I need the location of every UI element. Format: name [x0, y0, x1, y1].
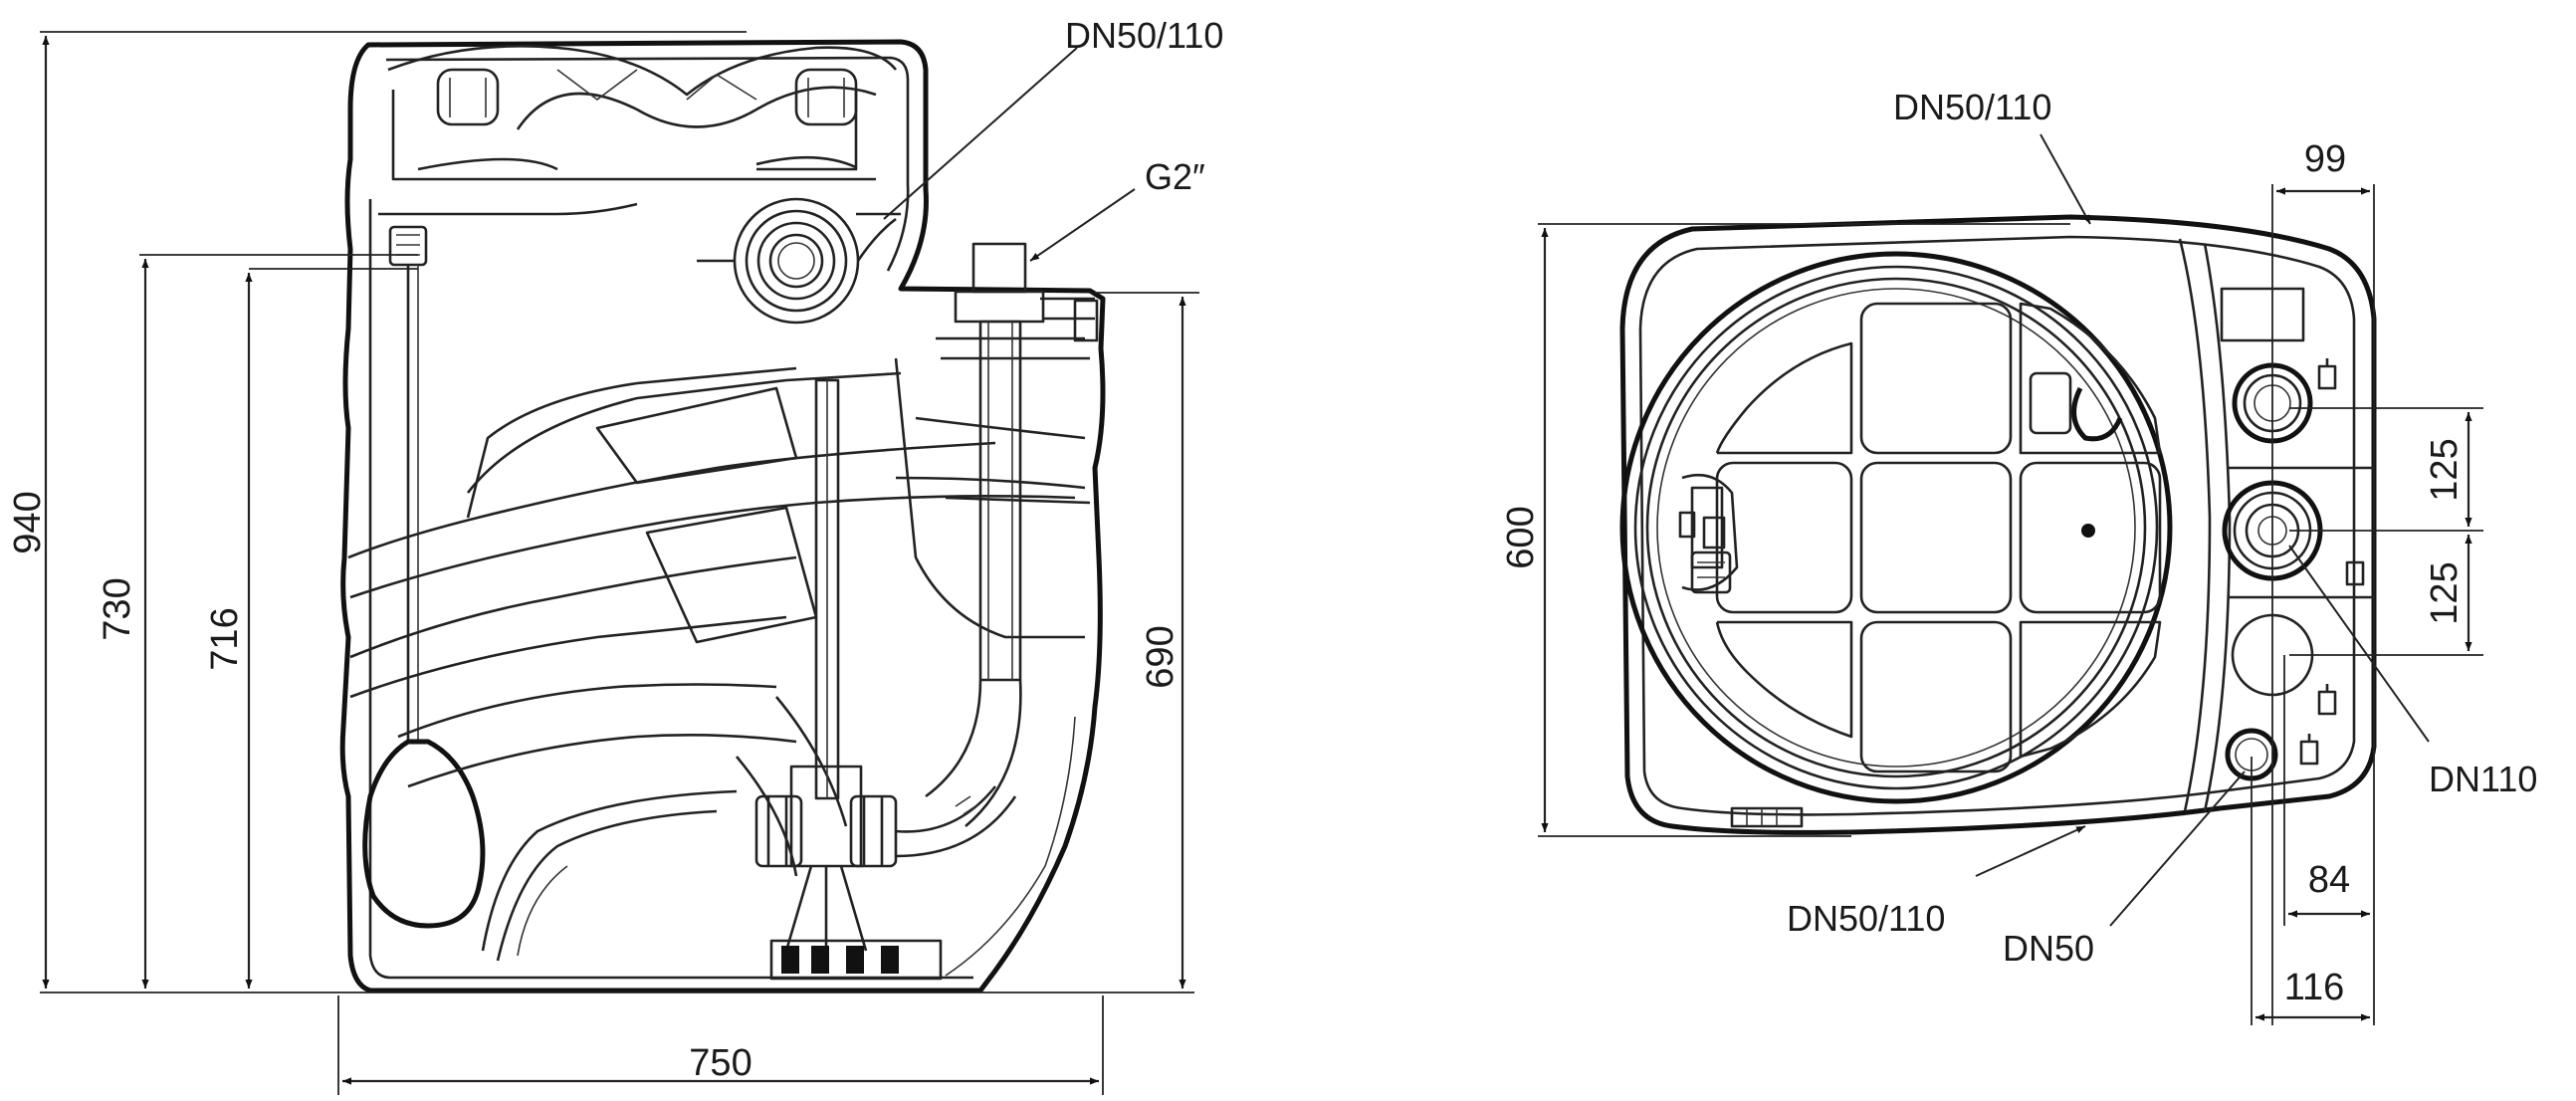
dim-690-label: 690 — [1140, 625, 1181, 688]
dim-125-lower-label: 125 — [2424, 561, 2466, 624]
dim-716-label: 716 — [204, 607, 246, 670]
dim-730-label: 730 — [97, 577, 138, 640]
left-fittings — [1678, 473, 1739, 594]
top-view: 600 99 125 125 84 116 DN50/110 DN50/110 … — [1500, 87, 2537, 1025]
dim-600-label: 600 — [1500, 506, 1542, 568]
callout-dn50-110-side: DN50/110 — [1065, 15, 1223, 56]
pump-unit — [754, 378, 1017, 981]
lid-grid — [1690, 302, 2162, 773]
dim-750-label: 750 — [689, 1042, 751, 1084]
inlet-fitting-side — [697, 197, 897, 325]
tank-side-outline — [339, 39, 1106, 993]
right-connection-panel — [2178, 238, 2374, 812]
dim-84-label: 84 — [2308, 859, 2350, 901]
float-switch — [362, 225, 486, 929]
callout-dn50: DN50 — [2003, 928, 2094, 969]
tank-top-outline — [1619, 214, 2377, 835]
dim-99-label: 99 — [2304, 138, 2346, 180]
dim-125-upper-label: 125 — [2424, 438, 2466, 501]
side-view: 940 730 716 690 750 DN50/110 G2″ — [7, 15, 1223, 1095]
manhole-ring — [1619, 251, 2173, 804]
internal-baffles — [347, 336, 1091, 877]
callout-dn50-110-top: DN50/110 — [1893, 87, 2051, 127]
dim-116-label: 116 — [2284, 967, 2345, 1008]
outlet-riser — [925, 242, 1099, 827]
callout-g2: G2″ — [1145, 156, 1205, 197]
callout-dn50-110-bottom: DN50/110 — [1787, 898, 1945, 939]
dim-940-label: 940 — [7, 491, 49, 553]
lid-detail — [387, 45, 898, 181]
callout-dn110: DN110 — [2429, 759, 2537, 799]
